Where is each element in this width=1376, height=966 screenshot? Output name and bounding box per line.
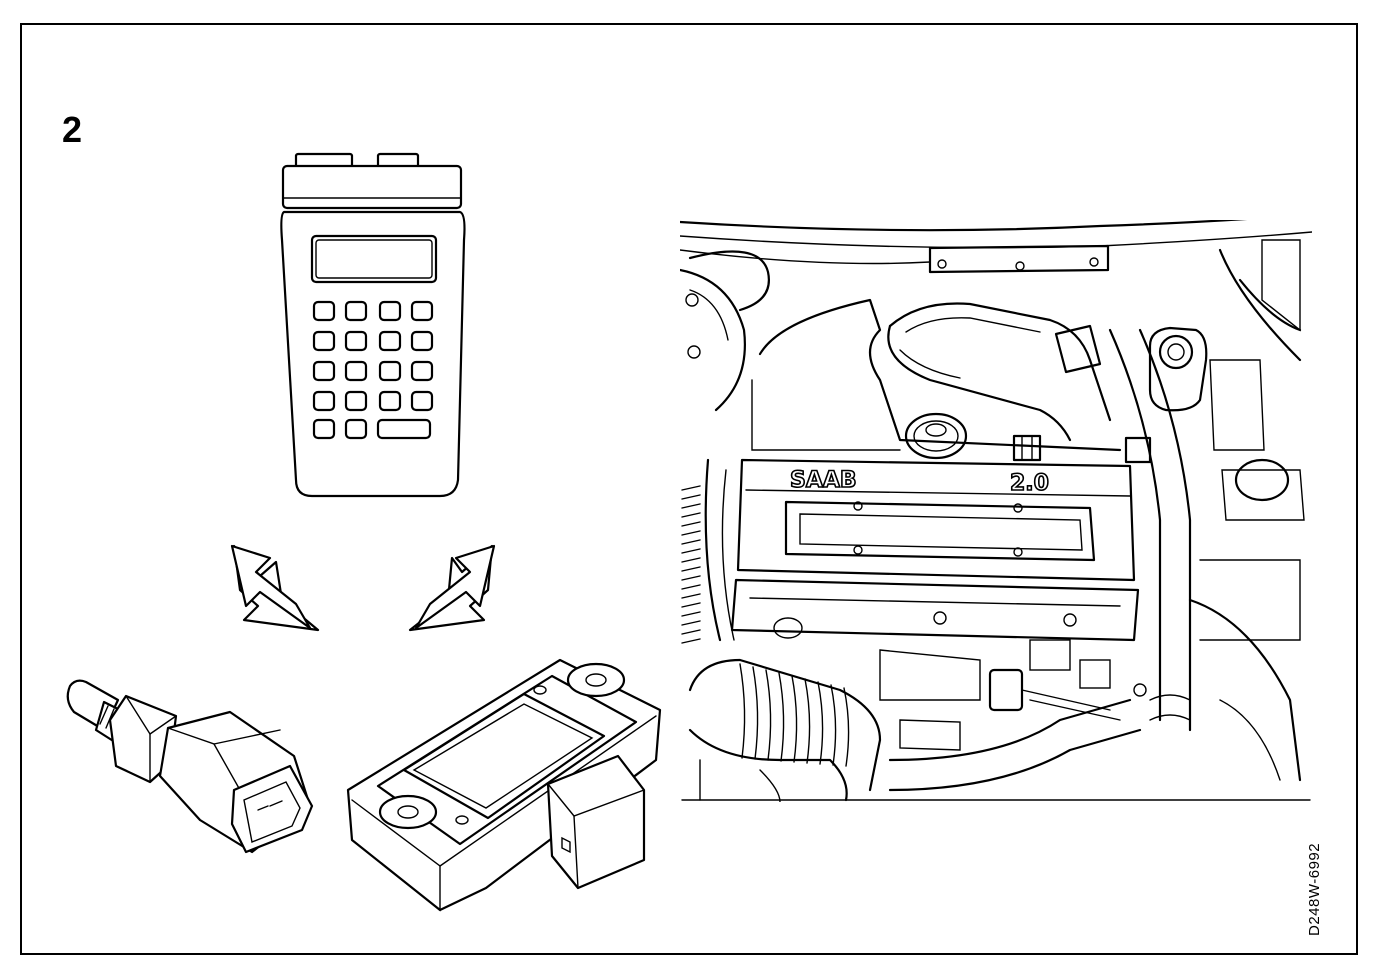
arrow-down-left-icon bbox=[408, 544, 496, 632]
diagnostic-tester-icon bbox=[280, 152, 466, 498]
temperature-sensor-icon bbox=[66, 679, 314, 854]
engine-cover-brand: SAAB bbox=[790, 468, 857, 493]
engine-cover-displacement: 2.0 bbox=[1010, 471, 1049, 496]
pressure-sensor-icon bbox=[346, 658, 662, 912]
page-frame bbox=[20, 23, 1358, 955]
engine-bay-icon: SAAB 2.0 bbox=[680, 220, 1312, 802]
step-number: 2 bbox=[62, 109, 83, 150]
arrow-down-right-icon bbox=[230, 544, 320, 632]
